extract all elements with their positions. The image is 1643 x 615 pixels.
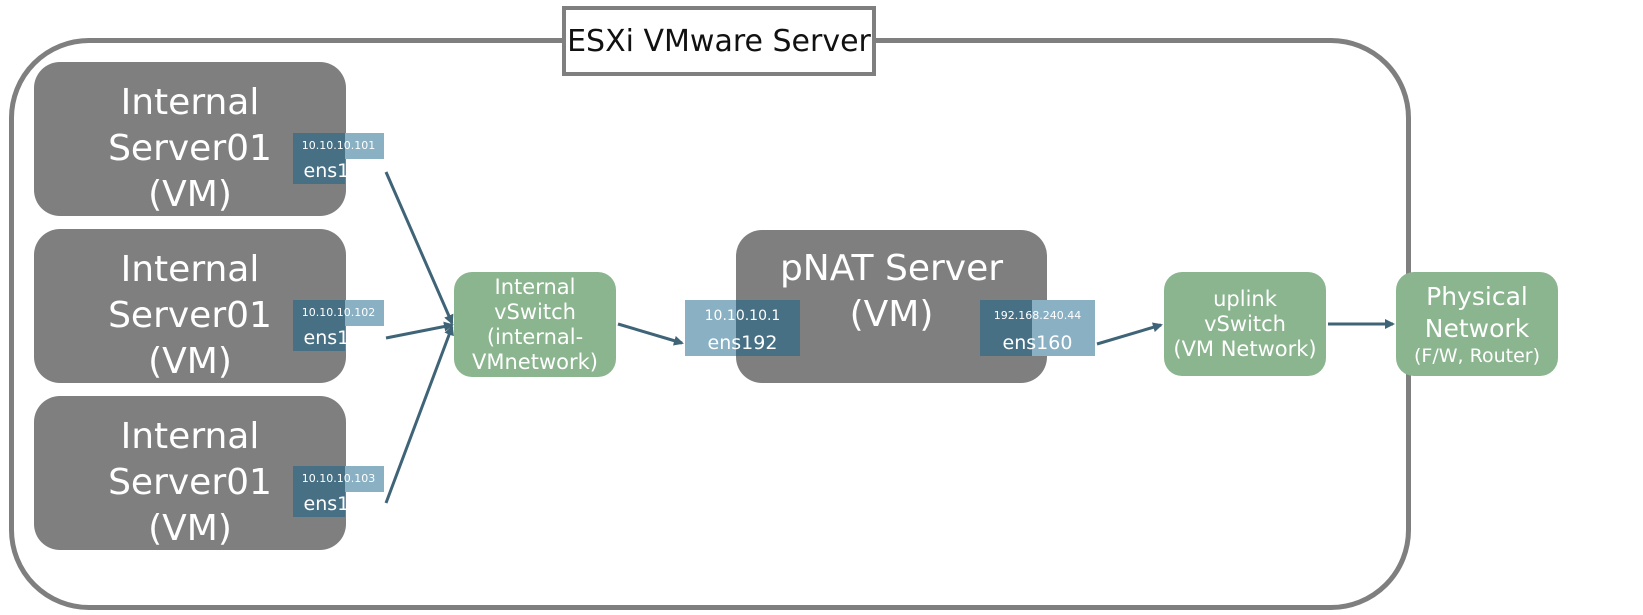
physical-network: Physical Network (F/W, Router) — [1396, 272, 1558, 376]
pnat-outside-ip: 192.168.240.44 — [993, 309, 1082, 322]
pnat-server-name: pNAT Server — [779, 248, 1004, 289]
pnat-outside-iface: ens160 — [1002, 332, 1073, 354]
internal-server-2-ip: 10.10.10.102 — [301, 306, 376, 319]
pnat-outside-nic: 192.168.240.44 ens160 — [980, 300, 1095, 356]
internal-server-2-nic: 10.10.10.102 ens192 — [293, 300, 384, 351]
internal-vswitch: Internal vSwitch (internal- VMnetwork) — [454, 272, 616, 377]
arrow-server1-to-internal-vswitch — [384, 171, 454, 325]
internal-vswitch-line-4: VMnetwork) — [472, 349, 598, 374]
pnat-inside-iface: ens192 — [707, 332, 778, 354]
pnat-inside-nic: 10.10.10.1 ens192 — [685, 300, 800, 356]
pnat-server-type: (VM) — [849, 294, 934, 335]
esxi-server-title: ESXi VMware Server — [562, 6, 876, 76]
internal-vswitch-line-1: Internal — [494, 274, 576, 299]
internal-server-3-name: Internal Server01 — [108, 416, 272, 503]
internal-vswitch-line-3: (internal- — [486, 324, 584, 349]
uplink-vswitch: uplink vSwitch (VM Network) — [1164, 272, 1326, 376]
internal-server-3-iface: ens192 — [303, 493, 374, 515]
arrow-pnat-to-uplink-vswitch — [1096, 322, 1163, 346]
internal-server-3-nic: 10.10.10.103 ens192 — [293, 466, 384, 517]
uplink-vswitch-line-2: vSwitch — [1204, 311, 1286, 336]
uplink-vswitch-line-1: uplink — [1213, 286, 1277, 311]
internal-server-1-type: (VM) — [148, 174, 232, 215]
arrow-server2-to-internal-vswitch — [385, 321, 454, 340]
internal-server-3-ip: 10.10.10.103 — [301, 472, 376, 485]
internal-server-1-name: Internal Server01 — [108, 82, 272, 169]
internal-server-3-type: (VM) — [148, 508, 232, 549]
internal-server-2-iface: ens192 — [303, 327, 374, 349]
physical-network-line-3: (F/W, Router) — [1414, 345, 1540, 367]
internal-vswitch-line-2: vSwitch — [494, 299, 576, 324]
internal-server-1-nic: 10.10.10.101 ens192 — [293, 133, 384, 184]
internal-server-1-iface: ens192 — [303, 160, 374, 182]
arrow-internal-vswitch-to-pnat — [617, 322, 684, 346]
internal-server-2-name: Internal Server01 — [108, 249, 272, 336]
internal-server-2-type: (VM) — [148, 341, 232, 382]
arrow-server3-to-internal-vswitch — [384, 325, 454, 504]
physical-network-line-1: Physical — [1426, 282, 1528, 311]
pnat-inside-ip: 10.10.10.1 — [704, 308, 781, 324]
physical-network-line-2: Network — [1424, 314, 1530, 343]
internal-server-1: Internal Server01 (VM) — [34, 62, 346, 216]
internal-server-1-ip: 10.10.10.101 — [301, 139, 376, 152]
uplink-vswitch-line-3: (VM Network) — [1173, 336, 1317, 361]
